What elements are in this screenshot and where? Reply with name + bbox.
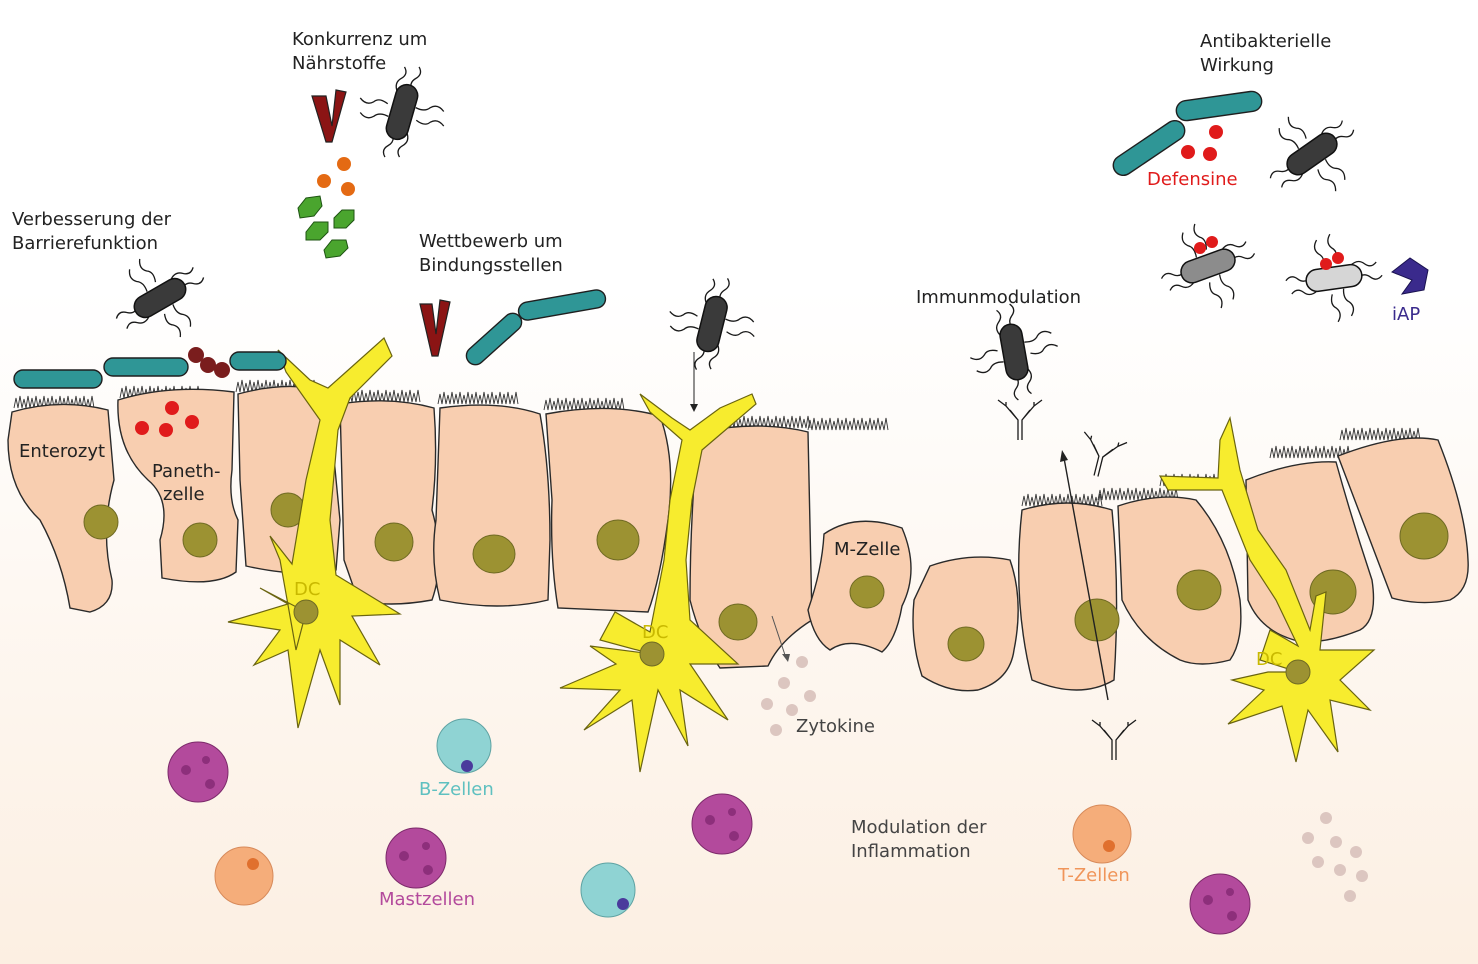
label-antibakteriell-2: Wirkung	[1200, 55, 1274, 76]
label-mastzellen: Mastzellen	[379, 889, 475, 910]
label-paneth-2: zelle	[163, 484, 205, 505]
arrows	[690, 352, 1109, 701]
commensal-bacteria	[13, 90, 1263, 389]
nutrients	[297, 157, 355, 259]
nucleus	[83, 504, 119, 540]
label-iap: iAP	[1392, 304, 1420, 325]
label-inflammation-2: Inflammation	[851, 841, 971, 862]
enterocyte-cell	[7, 403, 115, 613]
label-immunmodulation: Immunmodulation	[916, 287, 1081, 308]
dendritic-cell-1	[227, 337, 403, 729]
iap-enzyme-icon	[1391, 257, 1429, 295]
barrier-tight-junction-dots	[188, 347, 230, 378]
label-b-zellen: B-Zellen	[419, 779, 494, 800]
mast-cells	[167, 741, 1251, 935]
cytokines	[761, 656, 1368, 902]
label-zytokine: Zytokine	[796, 716, 875, 737]
pathogen-bacteria	[95, 53, 1389, 408]
label-paneth-1: Paneth-	[152, 461, 221, 482]
label-barriere-2: Barrierefunktion	[12, 233, 158, 254]
lactobacillus-v	[311, 89, 451, 357]
epithelium	[7, 379, 1469, 692]
t-cells	[214, 804, 1132, 906]
dendritic-cell-3	[1158, 416, 1376, 763]
dendritic-cell-2	[559, 393, 757, 773]
b-cells	[436, 718, 636, 918]
label-defensine: Defensine	[1147, 169, 1238, 190]
label-enterozyt: Enterozyt	[19, 441, 105, 462]
label-antibakteriell-1: Antibakterielle	[1200, 31, 1331, 52]
defensins	[135, 125, 1344, 437]
label-m-zelle: M-Zelle	[834, 539, 901, 560]
label-bindung-1: Wettbewerb um	[419, 231, 563, 252]
label-naehrstoffe-1: Konkurrenz um	[292, 29, 427, 50]
label-barriere-1: Verbesserung der	[12, 209, 172, 230]
label-dc-3: DC	[1256, 649, 1282, 670]
label-dc-2: DC	[642, 622, 668, 643]
label-t-zellen: T-Zellen	[1057, 865, 1130, 886]
label-naehrstoffe-2: Nährstoffe	[292, 53, 386, 74]
label-inflammation-1: Modulation der	[851, 817, 987, 838]
label-dc-1: DC	[294, 579, 320, 600]
label-bindung-2: Bindungsstellen	[419, 255, 563, 276]
